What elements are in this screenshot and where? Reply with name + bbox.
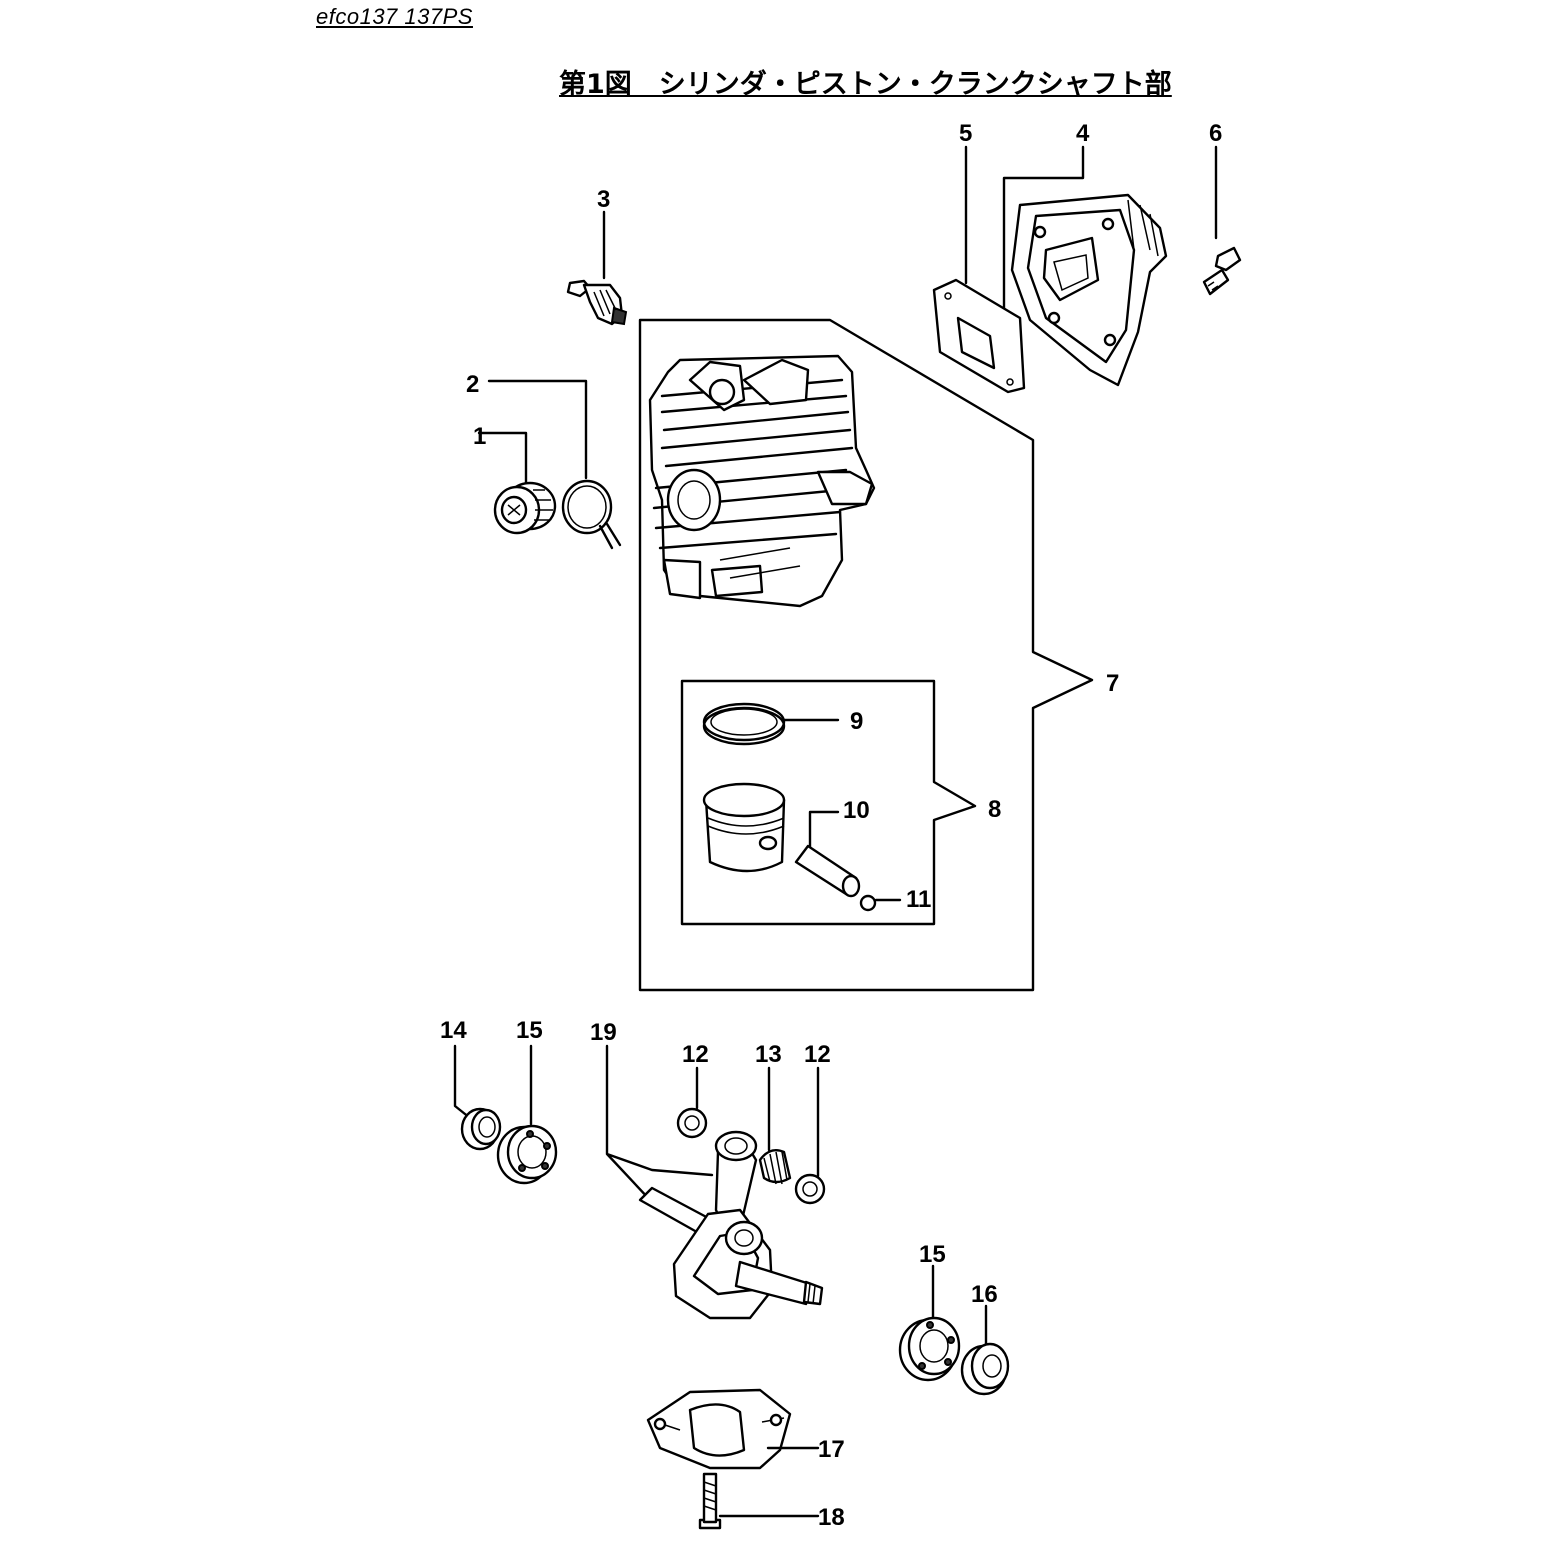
main-bearing-right-part (898, 1264, 961, 1382)
callout-15-left: 15 (516, 1017, 543, 1044)
crankcase-bolt-part (698, 1472, 820, 1530)
piston-part (702, 782, 786, 873)
muffler-bolt-part (1202, 145, 1242, 296)
callout-18: 18 (818, 1504, 845, 1531)
callout-12-left: 12 (682, 1041, 709, 1068)
piston-kit-bracket (680, 679, 977, 926)
oil-seal-right-part (960, 1304, 1010, 1396)
main-bearing-left-part (496, 1044, 558, 1185)
needle-bearing-part (758, 1066, 792, 1185)
callout-3: 3 (597, 186, 610, 213)
piston-ring-part (702, 702, 840, 746)
callout-1: 1 (473, 423, 486, 450)
callout-12-right: 12 (804, 1041, 831, 1068)
clamp-ring-part (487, 379, 622, 550)
callout-10: 10 (843, 797, 870, 824)
crankcase-bottom-part (646, 1388, 820, 1470)
diagram-title: 第1図 シリンダ・ピストン・クランクシャフト部 (559, 69, 1172, 100)
thrust-washer-upper-part (676, 1066, 708, 1139)
cylinder-assembly-bracket (638, 318, 1094, 992)
cylinder-part (648, 354, 876, 608)
callout-5: 5 (959, 120, 972, 147)
callout-labels: 1 2 3 4 5 6 7 8 9 10 11 12 13 12 14 15 1… (440, 120, 1222, 1531)
spark-plug-part (566, 210, 628, 326)
callout-11: 11 (906, 886, 931, 913)
callout-14: 14 (440, 1017, 467, 1044)
muffler-gasket-part (932, 278, 1026, 394)
callout-13: 13 (755, 1041, 782, 1068)
callout-6: 6 (1209, 120, 1222, 147)
callout-16: 16 (971, 1281, 998, 1308)
callout-15-right: 15 (919, 1241, 946, 1268)
callout-8: 8 (988, 796, 1001, 823)
callout-17: 17 (818, 1436, 845, 1463)
callout-4: 4 (1076, 120, 1090, 147)
piston-pin-clip-part (859, 894, 902, 912)
decompression-valve-part (477, 431, 557, 535)
callout-2: 2 (466, 371, 479, 398)
muffler-part (964, 145, 1168, 387)
thrust-washer-lower-part (794, 1066, 826, 1205)
piston-pin-part (794, 810, 861, 898)
callout-9: 9 (850, 708, 863, 735)
crankshaft-part (605, 1044, 824, 1320)
callout-19: 19 (590, 1019, 617, 1046)
model-label: efco137 137PS (316, 4, 473, 29)
oil-seal-left-part (453, 1044, 502, 1151)
callout-7: 7 (1106, 670, 1119, 697)
